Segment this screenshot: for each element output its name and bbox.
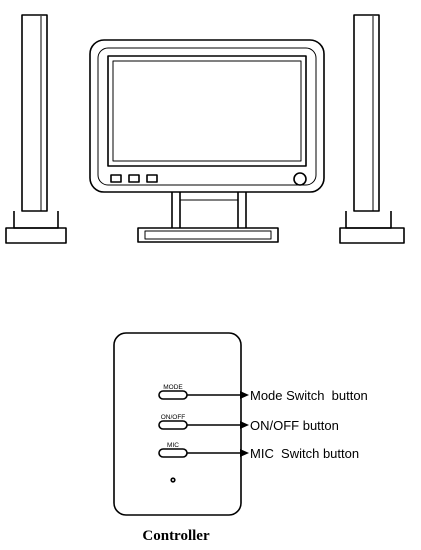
monitor xyxy=(89,39,325,243)
monitor-button-2 xyxy=(128,174,140,183)
mic-button-tag: MIC xyxy=(167,442,179,449)
mode-switch-label: Mode Switch button xyxy=(250,388,368,403)
monitor-frame xyxy=(89,39,325,193)
monitor-stand xyxy=(171,192,247,228)
mic-button xyxy=(158,448,188,458)
left-speaker-body xyxy=(21,14,48,212)
arrow-mic xyxy=(240,449,249,457)
right-speaker-foot xyxy=(339,227,405,244)
monitor-stand-base xyxy=(137,227,279,243)
monitor-power-knob xyxy=(293,172,307,186)
controller-led xyxy=(170,477,176,483)
mode-button-tag: MODE xyxy=(163,384,183,391)
mode-button xyxy=(158,390,188,400)
controller-caption: Controller xyxy=(142,528,210,544)
left-speaker xyxy=(5,14,67,244)
monitor-screen xyxy=(107,55,307,167)
callout-arrows xyxy=(240,391,249,457)
right-speaker-body xyxy=(353,14,380,212)
onoff-button xyxy=(158,420,188,430)
onoff-label: ON/OFF button xyxy=(250,418,339,433)
monitor-button-1 xyxy=(110,174,122,183)
mic-switch-label: MIC Switch button xyxy=(250,446,359,461)
left-speaker-base xyxy=(13,211,59,229)
left-speaker-foot xyxy=(5,227,67,244)
monitor-button-3 xyxy=(146,174,158,183)
controller-body xyxy=(113,332,242,516)
controller xyxy=(113,332,242,516)
arrow-mode xyxy=(240,391,249,399)
arrow-onoff xyxy=(240,421,249,429)
callout-lines xyxy=(187,394,241,454)
right-speaker xyxy=(339,14,405,244)
right-speaker-base xyxy=(345,211,392,229)
onoff-button-tag: ON/OFF xyxy=(161,414,186,421)
